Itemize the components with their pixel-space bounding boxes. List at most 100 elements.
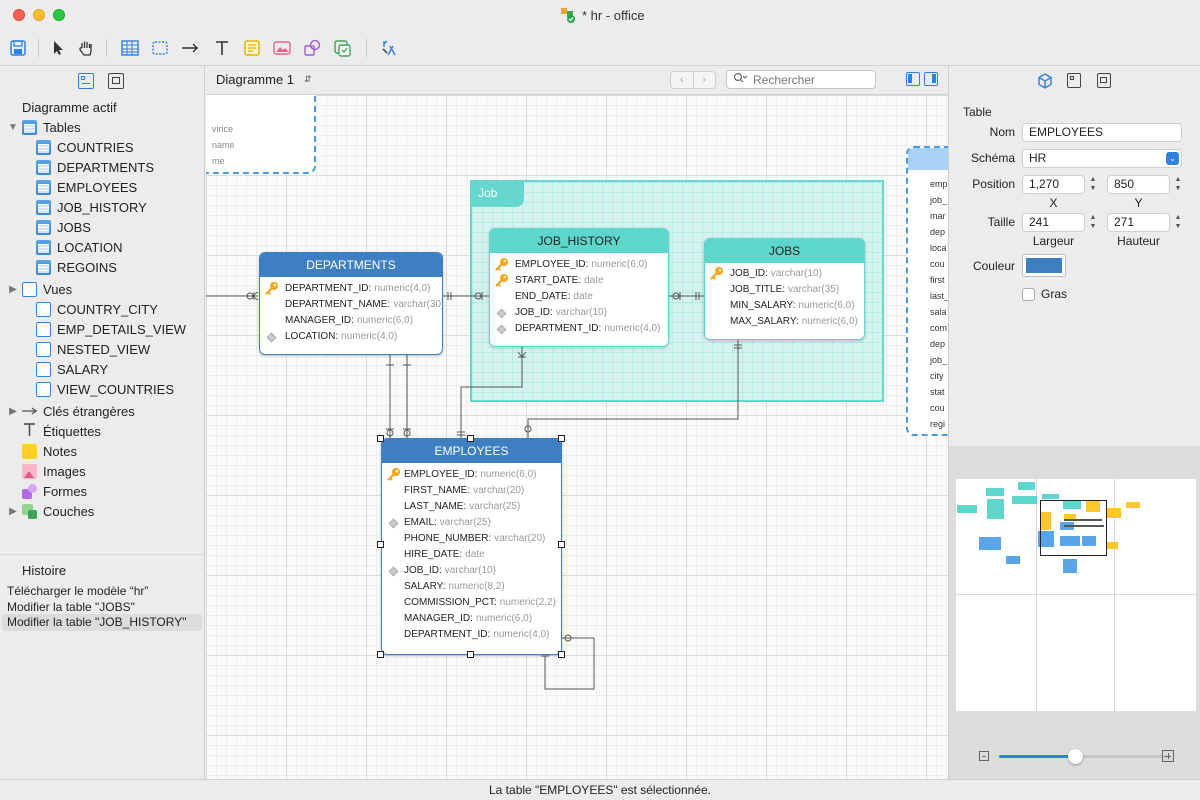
diagram-selector[interactable]: Diagramme 1 ⇵ bbox=[216, 72, 312, 87]
auto-layout-icon[interactable] bbox=[380, 38, 400, 58]
er-column[interactable]: START_DATE:date bbox=[515, 275, 604, 286]
shape-tool-icon[interactable] bbox=[302, 38, 322, 58]
er-column[interactable]: COMMISSION_PCT:numeric(2,2) bbox=[404, 597, 556, 608]
minimap[interactable] bbox=[956, 479, 1196, 711]
er-column[interactable]: MAX_SALARY:numeric(6,0) bbox=[730, 316, 858, 327]
tree-notes[interactable]: Notes bbox=[22, 441, 77, 461]
viewport-rectangle[interactable] bbox=[1040, 500, 1107, 556]
diagram-settings-tab-icon[interactable] bbox=[1067, 73, 1081, 88]
forward-arrow-icon[interactable]: › bbox=[702, 74, 707, 86]
position-x-stepper[interactable]: ▲▼ bbox=[1089, 176, 1097, 192]
er-table-employees[interactable]: EMPLOYEES EMPLOYEE_ID:numeric(6,0)FIRST_… bbox=[381, 438, 562, 655]
label-tool-icon[interactable] bbox=[212, 38, 232, 58]
bold-checkbox-row[interactable]: Gras bbox=[1022, 287, 1067, 301]
resize-handle[interactable] bbox=[377, 435, 384, 442]
schema-select[interactable]: HR ⌄ bbox=[1022, 149, 1182, 168]
toggle-right-panel-icon[interactable] bbox=[924, 72, 938, 86]
position-y-stepper[interactable]: ▲▼ bbox=[1174, 176, 1182, 192]
toggle-left-panel-icon[interactable] bbox=[906, 72, 920, 86]
zoom-slider-knob[interactable] bbox=[1068, 749, 1083, 764]
tree-item-table[interactable]: LOCATION bbox=[36, 237, 123, 257]
zoom-out-icon[interactable] bbox=[979, 751, 989, 761]
er-table-jobs[interactable]: JOBS JOB_ID:varchar(10)JOB_TITLE:varchar… bbox=[704, 238, 865, 340]
color-well[interactable] bbox=[1022, 254, 1066, 277]
hand-icon[interactable] bbox=[76, 38, 96, 58]
er-column[interactable]: JOB_ID:varchar(10) bbox=[730, 268, 822, 279]
tree-item-table[interactable]: EMPLOYEES bbox=[36, 177, 137, 197]
tree-item-view[interactable]: EMP_DETAILS_VIEW bbox=[36, 319, 186, 339]
tree-item-table[interactable]: COUNTRIES bbox=[36, 137, 134, 157]
history-item[interactable]: Modifier la table "JOBS" bbox=[7, 600, 135, 614]
search-input[interactable] bbox=[753, 72, 873, 87]
er-column[interactable]: SALARY:numeric(8,2) bbox=[404, 581, 505, 592]
tree-item-table[interactable]: DEPARTMENTS bbox=[36, 157, 154, 177]
tree-tables[interactable]: ▼ Tables bbox=[8, 119, 81, 135]
bold-checkbox[interactable] bbox=[1022, 287, 1035, 301]
partial-view-left[interactable]: vince name me bbox=[206, 95, 316, 174]
tree-shapes[interactable]: Formes bbox=[22, 481, 87, 501]
er-column[interactable]: PHONE_NUMBER:varchar(20) bbox=[404, 533, 545, 544]
position-x-field[interactable]: 1,270 bbox=[1022, 175, 1085, 194]
tree-item-table[interactable]: JOB_HISTORY bbox=[36, 197, 147, 217]
tree-labels[interactable]: Étiquettes bbox=[22, 421, 101, 441]
search-field[interactable] bbox=[726, 70, 876, 89]
er-column[interactable]: JOB_ID:varchar(10) bbox=[515, 307, 607, 318]
height-field[interactable]: 271 bbox=[1107, 213, 1170, 232]
diagram-tab-icon[interactable] bbox=[78, 73, 94, 89]
er-column[interactable]: EMAIL:varchar(25) bbox=[404, 517, 491, 528]
resize-handle[interactable] bbox=[558, 541, 565, 548]
close-window-button[interactable] bbox=[13, 9, 25, 21]
add-table-icon[interactable] bbox=[120, 38, 140, 58]
er-column[interactable]: MANAGER_ID:numeric(6,0) bbox=[404, 613, 532, 624]
er-column[interactable]: HIRE_DATE:date bbox=[404, 549, 485, 560]
er-column[interactable]: DEPARTMENT_NAME:varchar(30) bbox=[285, 299, 442, 310]
history-item-selected[interactable]: Modifier la table "JOB_HISTORY" bbox=[2, 614, 202, 631]
height-stepper[interactable]: ▲▼ bbox=[1174, 214, 1182, 230]
er-column[interactable]: JOB_TITLE:varchar(35) bbox=[730, 284, 839, 295]
resize-handle[interactable] bbox=[558, 435, 565, 442]
history-item[interactable]: Télécharger le modèle “hr” bbox=[7, 584, 149, 598]
er-column[interactable]: EMPLOYEE_ID:numeric(6,0) bbox=[515, 259, 648, 270]
zoom-in-icon[interactable] bbox=[1162, 750, 1174, 762]
er-column[interactable]: DEPARTMENT_ID:numeric(4,0) bbox=[515, 323, 660, 334]
tree-images[interactable]: Images bbox=[22, 461, 86, 481]
tree-item-view[interactable]: SALARY bbox=[36, 359, 108, 379]
tree-item-table[interactable]: JOBS bbox=[36, 217, 91, 237]
resize-handle[interactable] bbox=[467, 435, 474, 442]
group-job[interactable]: Job bbox=[470, 180, 884, 402]
tree-layers[interactable]: ▶ Couches bbox=[9, 503, 95, 519]
er-column[interactable]: MANAGER_ID:numeric(6,0) bbox=[285, 315, 413, 326]
pointer-icon[interactable] bbox=[48, 38, 68, 58]
er-table-job-history[interactable]: JOB_HISTORY EMPLOYEE_ID:numeric(6,0)STAR… bbox=[489, 228, 669, 347]
zoom-window-button[interactable] bbox=[53, 9, 65, 21]
layer-tool-icon[interactable] bbox=[332, 38, 352, 58]
width-stepper[interactable]: ▲▼ bbox=[1089, 214, 1097, 230]
cube-tab-icon[interactable] bbox=[1037, 73, 1053, 92]
width-field[interactable]: 241 bbox=[1022, 213, 1085, 232]
er-column[interactable]: LAST_NAME:varchar(25) bbox=[404, 501, 520, 512]
chevron-down-icon[interactable]: ▼ bbox=[8, 121, 18, 133]
er-column[interactable]: JOB_ID:varchar(10) bbox=[404, 565, 496, 576]
resize-handle[interactable] bbox=[377, 651, 384, 658]
zoom-slider-track[interactable] bbox=[999, 749, 1167, 764]
chevron-right-icon[interactable]: ▶ bbox=[9, 405, 17, 417]
tree-item-view[interactable]: COUNTRY_CITY bbox=[36, 299, 158, 319]
er-column[interactable]: DEPARTMENT_ID:numeric(4,0) bbox=[404, 629, 549, 640]
tree-item-table[interactable]: REGOINS bbox=[36, 257, 117, 277]
resize-handle[interactable] bbox=[377, 541, 384, 548]
chevron-right-icon[interactable]: ▶ bbox=[9, 505, 17, 517]
position-y-field[interactable]: 850 bbox=[1107, 175, 1170, 194]
note-tool-icon[interactable] bbox=[242, 38, 262, 58]
chevron-right-icon[interactable]: ▶ bbox=[9, 283, 17, 295]
resize-handle[interactable] bbox=[467, 651, 474, 658]
image-tool-icon[interactable] bbox=[272, 38, 292, 58]
tree-foreign-keys[interactable]: ▶ Clés étrangères bbox=[9, 403, 135, 419]
document-settings-tab-icon[interactable] bbox=[1097, 73, 1111, 88]
save-icon[interactable] bbox=[8, 38, 28, 58]
er-column[interactable]: LOCATION:numeric(4,0) bbox=[285, 331, 397, 342]
back-arrow-icon[interactable]: ‹ bbox=[671, 72, 694, 88]
er-column[interactable]: DEPARTMENT_ID:numeric(4,0) bbox=[285, 283, 430, 294]
tree-views[interactable]: ▶ Vues bbox=[9, 281, 73, 297]
